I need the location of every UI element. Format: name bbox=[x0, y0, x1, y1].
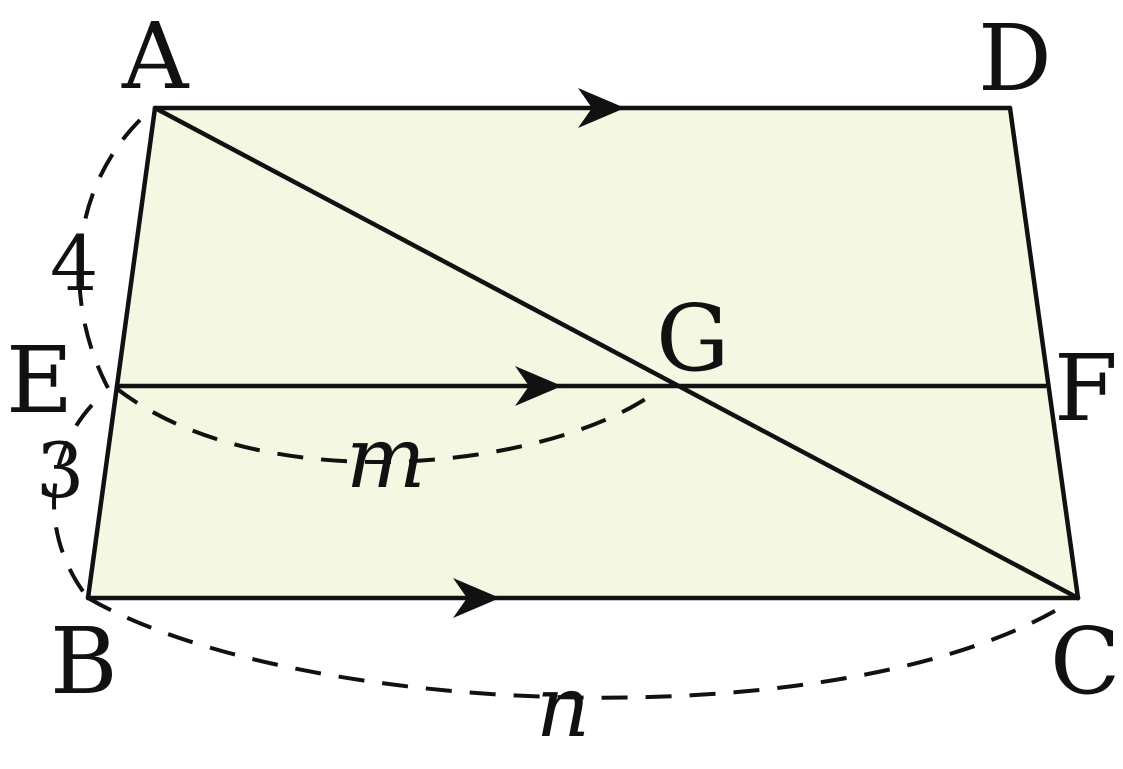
edge-dc bbox=[1007, 105, 1081, 601]
label-point-e: E bbox=[6, 327, 73, 434]
label-length-eb: 3 bbox=[36, 426, 84, 515]
parallel-arrow-ad bbox=[578, 88, 625, 128]
trapezoid-abcd bbox=[88, 108, 1078, 598]
label-point-d: D bbox=[978, 5, 1052, 112]
parallel-arrow-bc bbox=[453, 578, 500, 618]
label-length-ae: 4 bbox=[50, 219, 98, 308]
arc-eg-m bbox=[114, 386, 652, 464]
edge-ba bbox=[85, 105, 158, 601]
label-point-g: G bbox=[656, 285, 730, 392]
arc-bc-n bbox=[87, 596, 1072, 700]
arc-ae bbox=[77, 118, 142, 389]
label-point-b: B bbox=[50, 608, 118, 715]
label-point-a: A bbox=[121, 3, 190, 110]
parallel-arrow-ef bbox=[515, 366, 562, 406]
diagonal-ac bbox=[152, 105, 1081, 601]
label-length-eg: m bbox=[346, 409, 426, 507]
label-point-f: F bbox=[1054, 335, 1118, 442]
label-point-c: C bbox=[1050, 608, 1120, 715]
arc-eb bbox=[52, 403, 94, 600]
label-length-bc: n bbox=[536, 658, 590, 756]
